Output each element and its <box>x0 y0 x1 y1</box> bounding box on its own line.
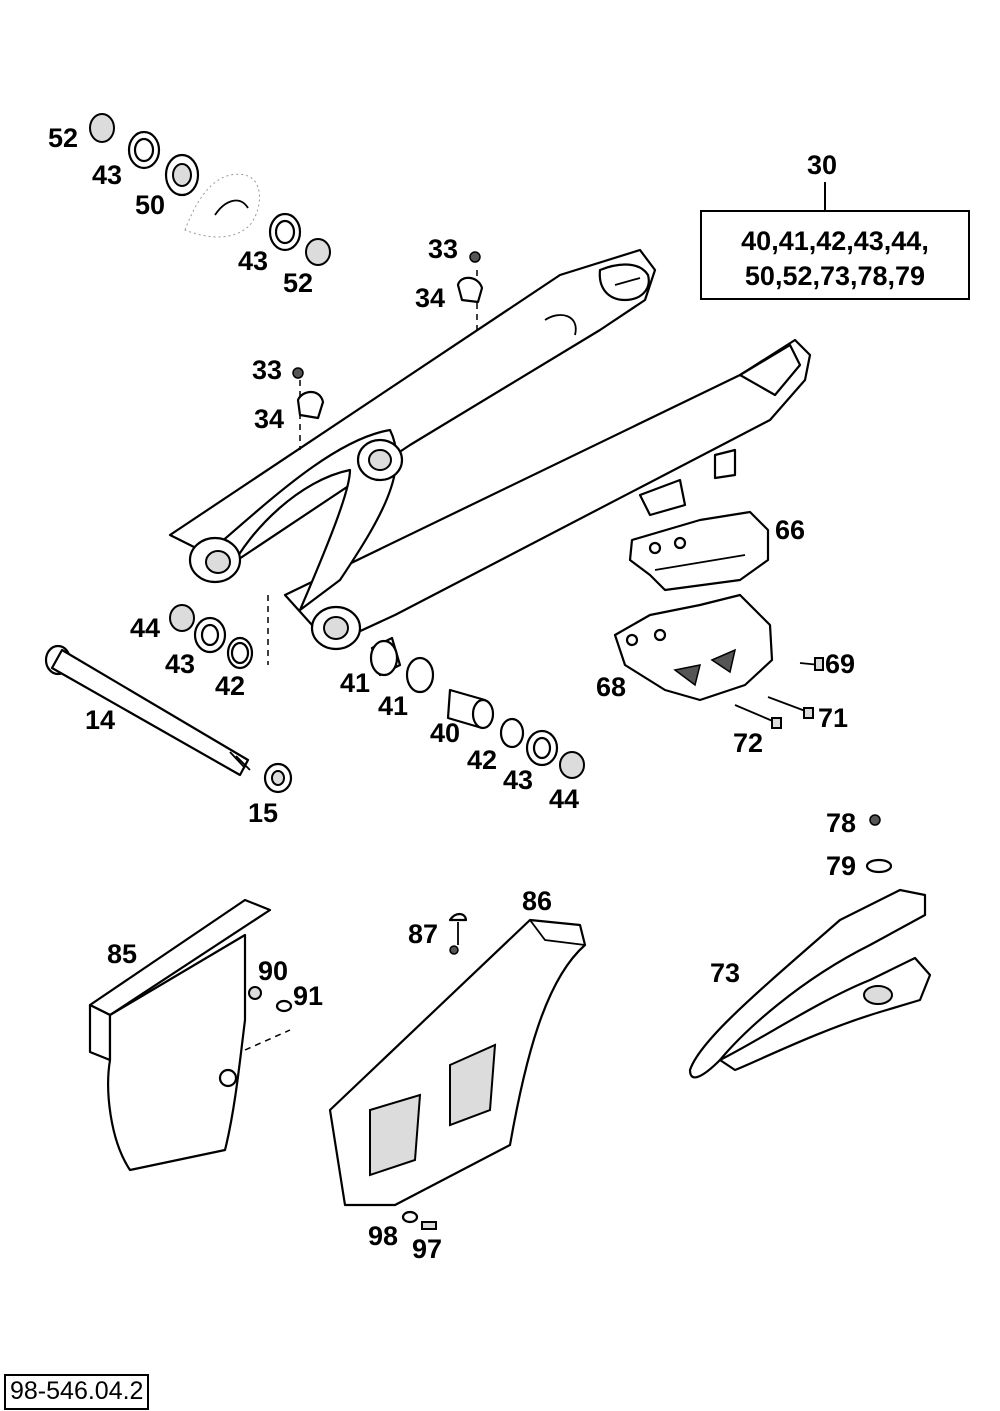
part-label-85: 85 <box>107 939 138 969</box>
part-label-34: 34 <box>254 404 285 434</box>
part-label-66: 66 <box>775 515 806 545</box>
pivot-bolt <box>44 644 293 794</box>
part-label-40: 40 <box>430 718 461 748</box>
part-label-52: 52 <box>48 123 79 153</box>
part-label-87: 87 <box>408 919 439 949</box>
kit-number: 30 <box>807 150 838 180</box>
chain-guide <box>613 510 824 729</box>
part-label-43: 43 <box>503 765 534 795</box>
right-bearing-stack <box>369 636 585 779</box>
part-label-41: 41 <box>340 668 371 698</box>
chain-slider <box>688 814 932 1079</box>
part-label-33: 33 <box>428 234 459 264</box>
part-label-79: 79 <box>826 851 857 881</box>
part-label-78: 78 <box>826 808 857 838</box>
part-label-41: 41 <box>378 691 409 721</box>
part-label-68: 68 <box>596 672 627 702</box>
kit-contents-line-1: 40,41,42,43,44, <box>741 226 929 256</box>
swingarm-body <box>168 248 812 665</box>
chain-guard-front <box>328 912 587 1230</box>
part-label-71: 71 <box>818 703 849 733</box>
part-label-86: 86 <box>522 886 553 916</box>
part-label-44: 44 <box>549 784 580 814</box>
part-label-52: 52 <box>283 268 314 298</box>
part-label-14: 14 <box>85 705 116 735</box>
part-label-90: 90 <box>258 956 289 986</box>
part-label-97: 97 <box>412 1234 443 1264</box>
part-label-43: 43 <box>238 246 269 276</box>
part-label-44: 44 <box>130 613 161 643</box>
chain-guard-rear <box>88 898 293 1172</box>
part-label-15: 15 <box>248 798 279 828</box>
part-label-72: 72 <box>733 728 764 758</box>
part-label-43: 43 <box>165 649 196 679</box>
drawing-number: 98-546.04.2 <box>4 1374 150 1410</box>
part-label-43: 43 <box>92 160 123 190</box>
part-label-91: 91 <box>293 981 324 1011</box>
clamp-hardware <box>292 251 484 420</box>
part-label-69: 69 <box>825 649 856 679</box>
part-label-34: 34 <box>415 283 446 313</box>
part-label-98: 98 <box>368 1221 399 1251</box>
kit-contents-line-2: 50,52,73,78,79 <box>744 261 926 292</box>
part-label-42: 42 <box>467 745 498 775</box>
part-label-73: 73 <box>710 958 741 988</box>
left-bearing-stack <box>169 604 254 670</box>
upper-bearing-stack <box>89 113 331 266</box>
part-label-50: 50 <box>135 190 166 220</box>
part-label-33: 33 <box>252 355 283 385</box>
kit-contents-box: 40,41,42,43,44, 50,52,73,78,79 <box>700 210 970 300</box>
part-label-42: 42 <box>215 671 246 701</box>
